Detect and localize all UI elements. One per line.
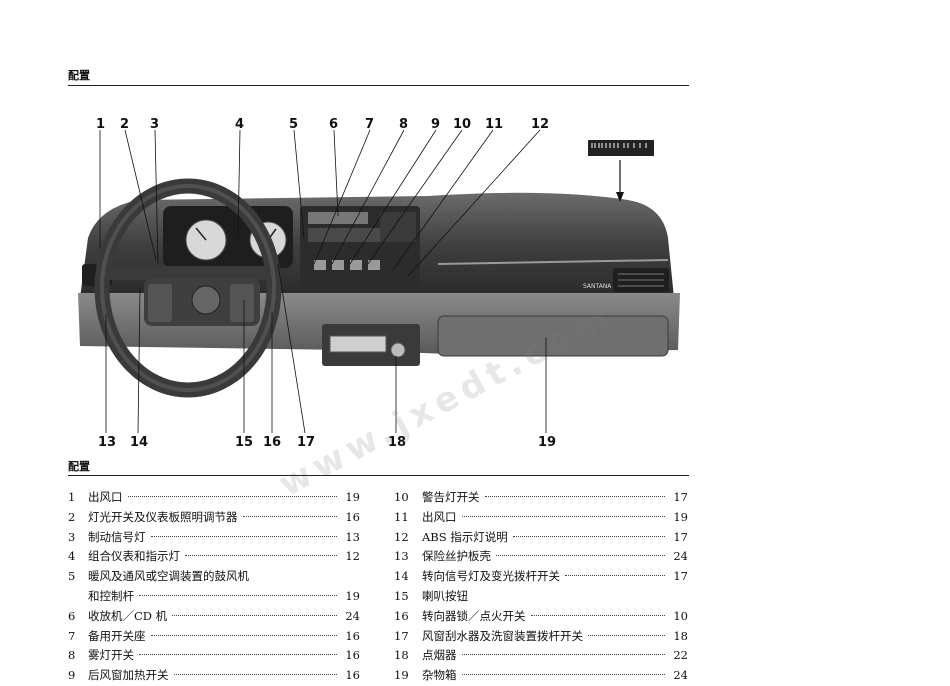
legend-rule [68, 475, 689, 476]
callout-14: 14 [130, 435, 148, 450]
callout-13: 13 [98, 435, 116, 450]
glovebox [437, 315, 669, 357]
callout-18: 18 [388, 435, 406, 450]
top-rule [68, 85, 689, 86]
callout-19: 19 [538, 435, 556, 450]
callout-12: 12 [531, 117, 549, 132]
callout-4: 4 [235, 117, 244, 132]
callout-5: 5 [289, 117, 298, 132]
section-title-legend: 配置 [68, 460, 90, 473]
callout-3: 3 [150, 117, 159, 132]
barcode-label [588, 140, 654, 156]
callout-7: 7 [365, 117, 374, 132]
callout-15: 15 [235, 435, 253, 450]
callout-1: 1 [96, 117, 105, 132]
dashboard-figure: SANTANA [68, 88, 690, 456]
callout-16: 16 [263, 435, 281, 450]
callout-11: 11 [485, 117, 503, 132]
callout-17: 17 [297, 435, 315, 450]
callout-2: 2 [120, 117, 129, 132]
callout-10: 10 [453, 117, 471, 132]
cigarette-lighter [390, 342, 406, 358]
dashboard-illustration: SANTANA [78, 117, 680, 450]
callout-9: 9 [431, 117, 440, 132]
santana-badge: SANTANA [583, 283, 612, 290]
section-title-top: 配置 [68, 69, 90, 82]
callout-8: 8 [399, 117, 408, 132]
callout-6: 6 [329, 117, 338, 132]
